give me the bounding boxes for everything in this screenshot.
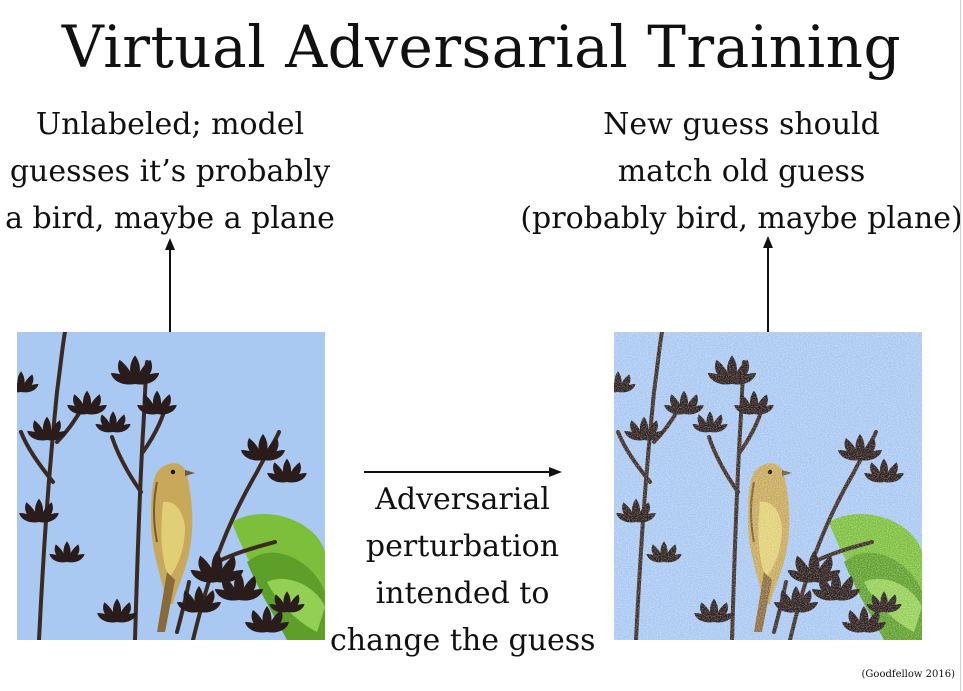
- right-caption-line-2: match old guess: [617, 154, 866, 189]
- right-caption: New guess should match old guess (probab…: [520, 101, 963, 242]
- left-up-arrow: [165, 238, 175, 334]
- middle-caption-line-2: perturbation: [365, 529, 560, 564]
- middle-caption-line-4: change the guess: [330, 623, 596, 658]
- middle-caption-line-3: intended to: [375, 576, 550, 611]
- right-up-arrow: [763, 236, 773, 332]
- slide-edge-divider: [960, 0, 961, 691]
- perturbed-bird-photo: [614, 332, 922, 640]
- citation: (Goodfellow 2016): [861, 669, 955, 680]
- left-caption-line-3: a bird, maybe a plane: [5, 201, 335, 236]
- bird-photo: [17, 332, 325, 640]
- left-caption-line-2: guesses it’s probably: [9, 154, 331, 189]
- perturbation-arrow: [364, 467, 562, 477]
- middle-caption-line-1: Adversarial: [375, 482, 550, 517]
- left-caption: Unlabeled; model guesses it’s probably a…: [0, 101, 340, 242]
- right-caption-line-3: (probably bird, maybe plane): [520, 201, 963, 236]
- left-caption-line-1: Unlabeled; model: [35, 107, 305, 142]
- right-caption-line-1: New guess should: [603, 107, 880, 142]
- slide-title: Virtual Adversarial Training: [61, 13, 902, 81]
- middle-caption: Adversarial perturbation intended to cha…: [330, 476, 596, 664]
